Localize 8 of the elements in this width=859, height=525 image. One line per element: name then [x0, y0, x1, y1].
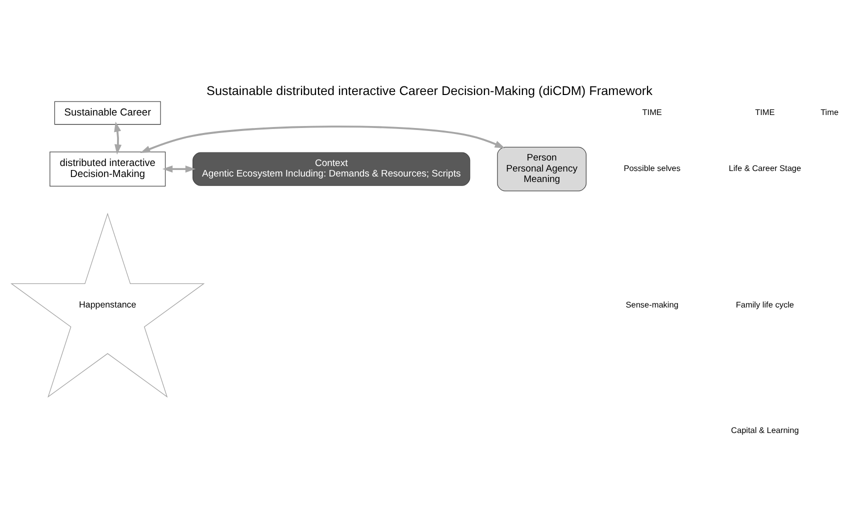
node-box: Context Agentic Ecosystem Including: Demands & Resources; Scripts [192, 152, 470, 186]
arrow [140, 126, 505, 154]
node-box: Sustainable Career [54, 101, 161, 125]
arrow [162, 166, 196, 173]
node-box: distributed interactive Decision-Making [50, 152, 166, 186]
arrow [114, 122, 122, 155]
node-box: Person Personal Agency Meaning [497, 146, 586, 192]
diagram-title: Sustainable distributed interactive Career Decision-Making (diCDM) Framework [206, 84, 652, 98]
